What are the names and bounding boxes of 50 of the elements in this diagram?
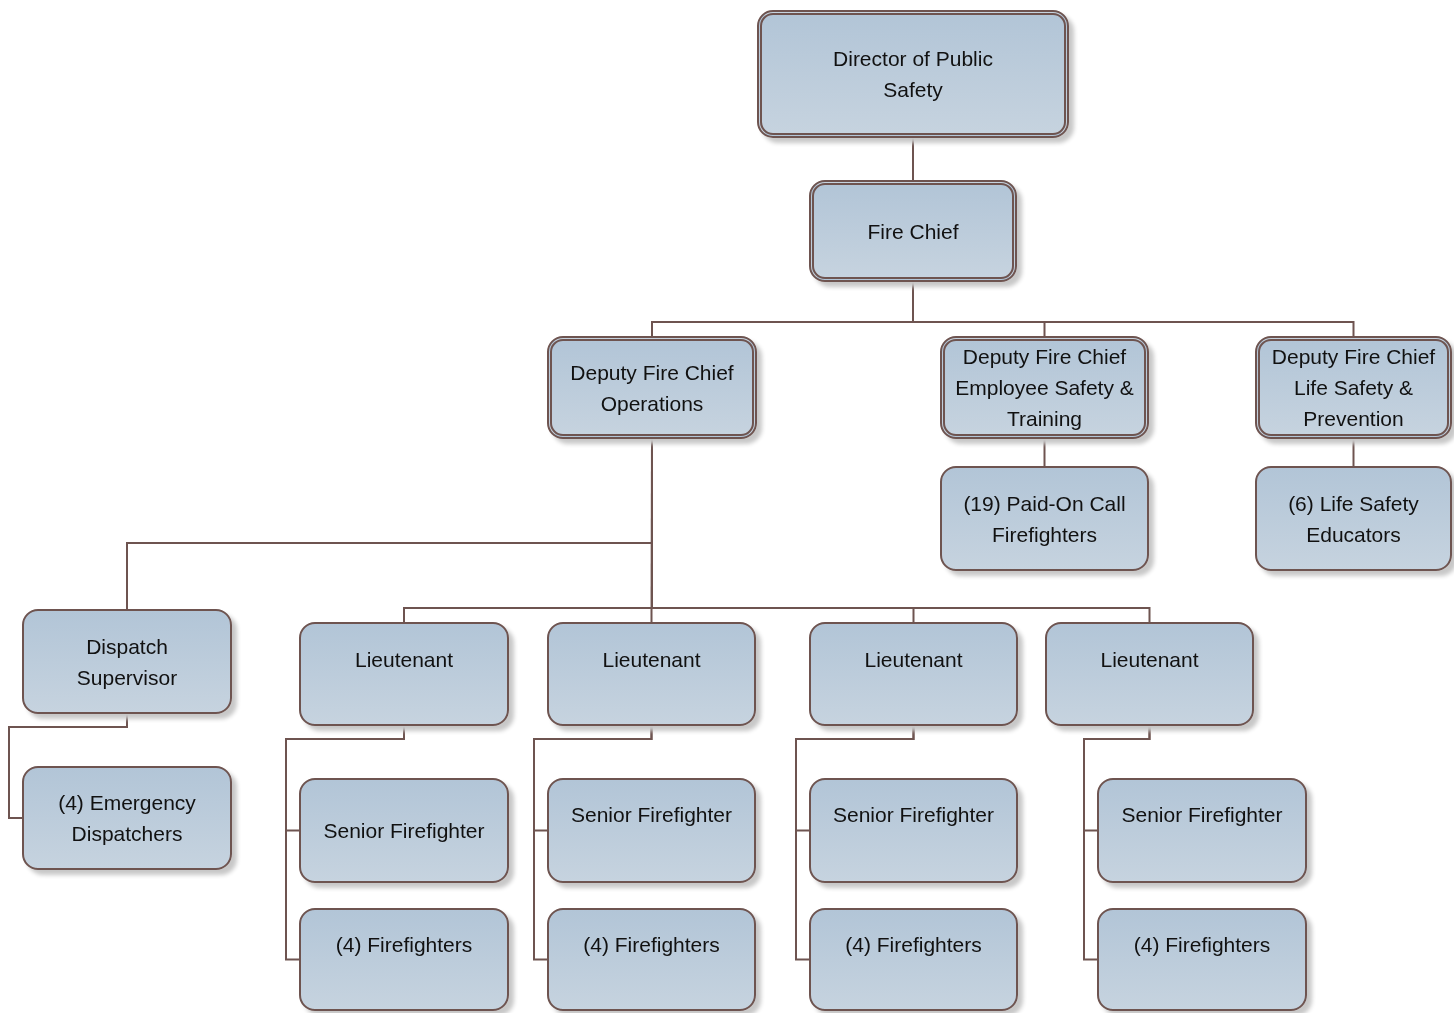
- connector-line: [1352, 438, 1355, 467]
- position-box: [547, 778, 756, 883]
- position-title: Senior Firefighter: [323, 818, 485, 844]
- position-title: (19) Paid-On Call Firefighters: [962, 490, 1127, 548]
- position-box: [299, 778, 509, 883]
- position-title: Lieutenant: [864, 647, 963, 673]
- position-title: Senior Firefighter: [1121, 802, 1283, 828]
- position-box: [547, 622, 756, 726]
- position-title: Senior Firefighter: [570, 802, 733, 828]
- position-box: [757, 10, 1069, 138]
- connector-line: [533, 725, 653, 961]
- position-title: (4) Firefighters: [1133, 932, 1271, 958]
- position-box: [1255, 466, 1452, 571]
- position-title: Deputy Fire Chief Operations: [569, 359, 735, 417]
- position-box: [1255, 336, 1452, 439]
- position-box: [809, 622, 1018, 726]
- position-title: Fire Chief: [867, 218, 959, 245]
- position-box: [809, 180, 1017, 282]
- position-box: [22, 609, 232, 714]
- position-box: [547, 336, 757, 439]
- position-title: Senior Firefighter: [832, 802, 995, 828]
- position-title: (4) Firefighters: [845, 932, 982, 958]
- position-title: Director of Public Safety: [832, 46, 994, 103]
- connector-line: [8, 713, 128, 819]
- position-box: [809, 908, 1018, 1011]
- position-box: [22, 766, 232, 870]
- position-title: (4) Firefighters: [335, 932, 473, 958]
- position-box: [1045, 622, 1254, 726]
- connector-line: [285, 725, 405, 961]
- position-box: [299, 622, 509, 726]
- position-box: [299, 908, 509, 1011]
- position-box: [1097, 908, 1307, 1011]
- position-title: Lieutenant: [602, 647, 701, 673]
- position-title: Lieutenant: [354, 647, 454, 673]
- position-title: Lieutenant: [1100, 647, 1199, 673]
- connector-line: [1083, 725, 1151, 961]
- position-box: [547, 908, 756, 1011]
- position-title: Dispatch Supervisor: [75, 633, 179, 691]
- position-box: [940, 336, 1149, 439]
- position-title: (4) Emergency Dispatchers: [57, 790, 197, 847]
- position-title: Deputy Fire Chief Life Safety & Prevention: [1270, 344, 1437, 432]
- connector-line: [795, 725, 915, 961]
- position-title: (6) Life Safety Educators: [1287, 490, 1420, 548]
- connector-line: [912, 137, 914, 181]
- position-box: [809, 778, 1018, 883]
- position-title: (4) Firefighters: [583, 932, 720, 958]
- position-box: [1097, 778, 1307, 883]
- position-box: [940, 466, 1149, 571]
- position-title: Deputy Fire Chief Employee Safety & Training: [954, 344, 1135, 432]
- connector-line: [1043, 438, 1046, 467]
